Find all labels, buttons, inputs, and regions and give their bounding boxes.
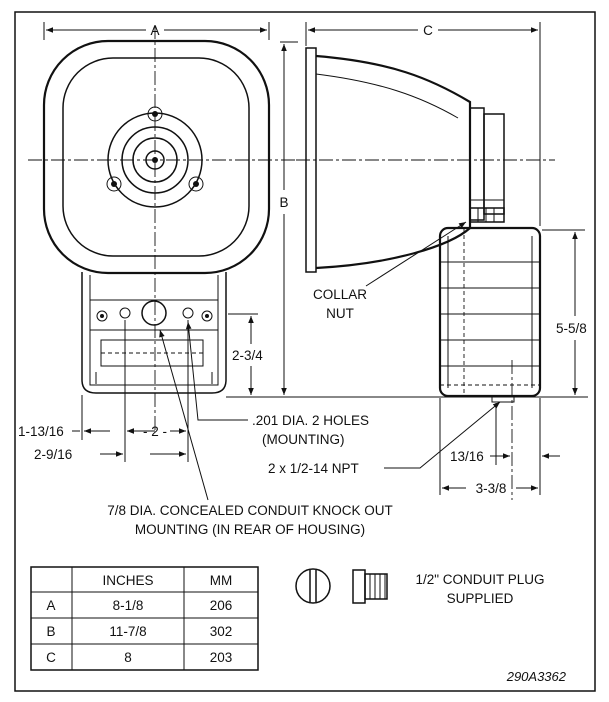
mounting-hole-left xyxy=(119,307,131,319)
table-cell-key: C xyxy=(46,650,56,665)
dim-1-13-16-label: 1-13/16 xyxy=(18,424,64,439)
table-cell-inches: 8-1/8 xyxy=(113,598,144,613)
table-cell-inches: 8 xyxy=(124,650,132,665)
drawing-number: 290A3362 xyxy=(506,669,567,684)
table-cell-mm: 206 xyxy=(210,598,233,613)
leader-lines xyxy=(159,221,501,501)
plug-note-line-1: 1/2" CONDUIT PLUG xyxy=(415,572,544,587)
table-cell-key: B xyxy=(46,624,55,639)
housing-flange xyxy=(305,47,317,273)
dim-a-label: A xyxy=(150,23,159,38)
npt-opening xyxy=(491,395,515,403)
knockout-label-2: MOUNTING (IN REAR OF HOUSING) xyxy=(135,522,365,537)
collar-nut xyxy=(469,207,505,223)
table-cell-key: A xyxy=(46,598,55,613)
dim-b-label: B xyxy=(279,195,288,210)
dim-c-label: C xyxy=(423,23,433,38)
table-cell-inches: 11-7/8 xyxy=(109,624,146,639)
dim-13-16-label: 13/16 xyxy=(450,449,484,464)
mounting-bracket xyxy=(81,272,227,394)
knockout-circle xyxy=(141,300,167,326)
holes-label-1: .201 DIA. 2 HOLES xyxy=(252,413,369,428)
side-view xyxy=(296,47,555,500)
dim-2-label: - 2 - xyxy=(143,424,167,439)
housing-lens xyxy=(62,57,250,257)
front-view xyxy=(28,25,300,430)
table-header-mm: MM xyxy=(210,573,233,588)
drawing-border xyxy=(14,11,596,692)
mounting-hole-right xyxy=(182,307,194,319)
dimension-table: INCHES MM A 8-1/8 206 B 11-7/8 302 C 8 2… xyxy=(30,566,259,671)
table-cell-mm: 302 xyxy=(210,624,233,639)
callout-labels: COLLAR NUT .201 DIA. 2 HOLES (MOUNTING) … xyxy=(107,287,393,537)
knockout-label-1: 7/8 DIA. CONCEALED CONDUIT KNOCK OUT xyxy=(107,503,393,518)
dim-2-9-16-label: 2-9/16 xyxy=(34,447,72,462)
dim-3-3-8-label: 3-3/8 xyxy=(476,481,507,496)
housing-outline xyxy=(42,39,271,275)
table-header-inches: INCHES xyxy=(102,573,153,588)
holes-label-2: (MOUNTING) xyxy=(262,432,344,447)
npt-label: 2 x 1/2-14 NPT xyxy=(268,461,359,476)
ground-screw-icon xyxy=(201,310,213,322)
dim-2-3-4-label: 2-3/4 xyxy=(232,348,263,363)
conduit-plug-front-icon xyxy=(295,568,331,604)
table-cell-mm: 203 xyxy=(210,650,233,665)
dim-5-5-8-label: 5-5/8 xyxy=(556,321,587,336)
collar-nut-label-1: COLLAR xyxy=(313,287,367,302)
plug-note-line-2: SUPPLIED xyxy=(447,591,514,606)
conduit-hub xyxy=(483,113,505,215)
dimension-lines xyxy=(43,22,588,495)
conduit-plug-side-icon xyxy=(352,569,388,604)
housing-shell xyxy=(315,54,472,270)
junction-box xyxy=(438,226,542,398)
collar-nut-label-2: NUT xyxy=(326,306,354,321)
dimension-labels: A C B 2-3/4 5-5/8 1-13/16 - 2 - 2-9/16 1… xyxy=(18,23,587,496)
